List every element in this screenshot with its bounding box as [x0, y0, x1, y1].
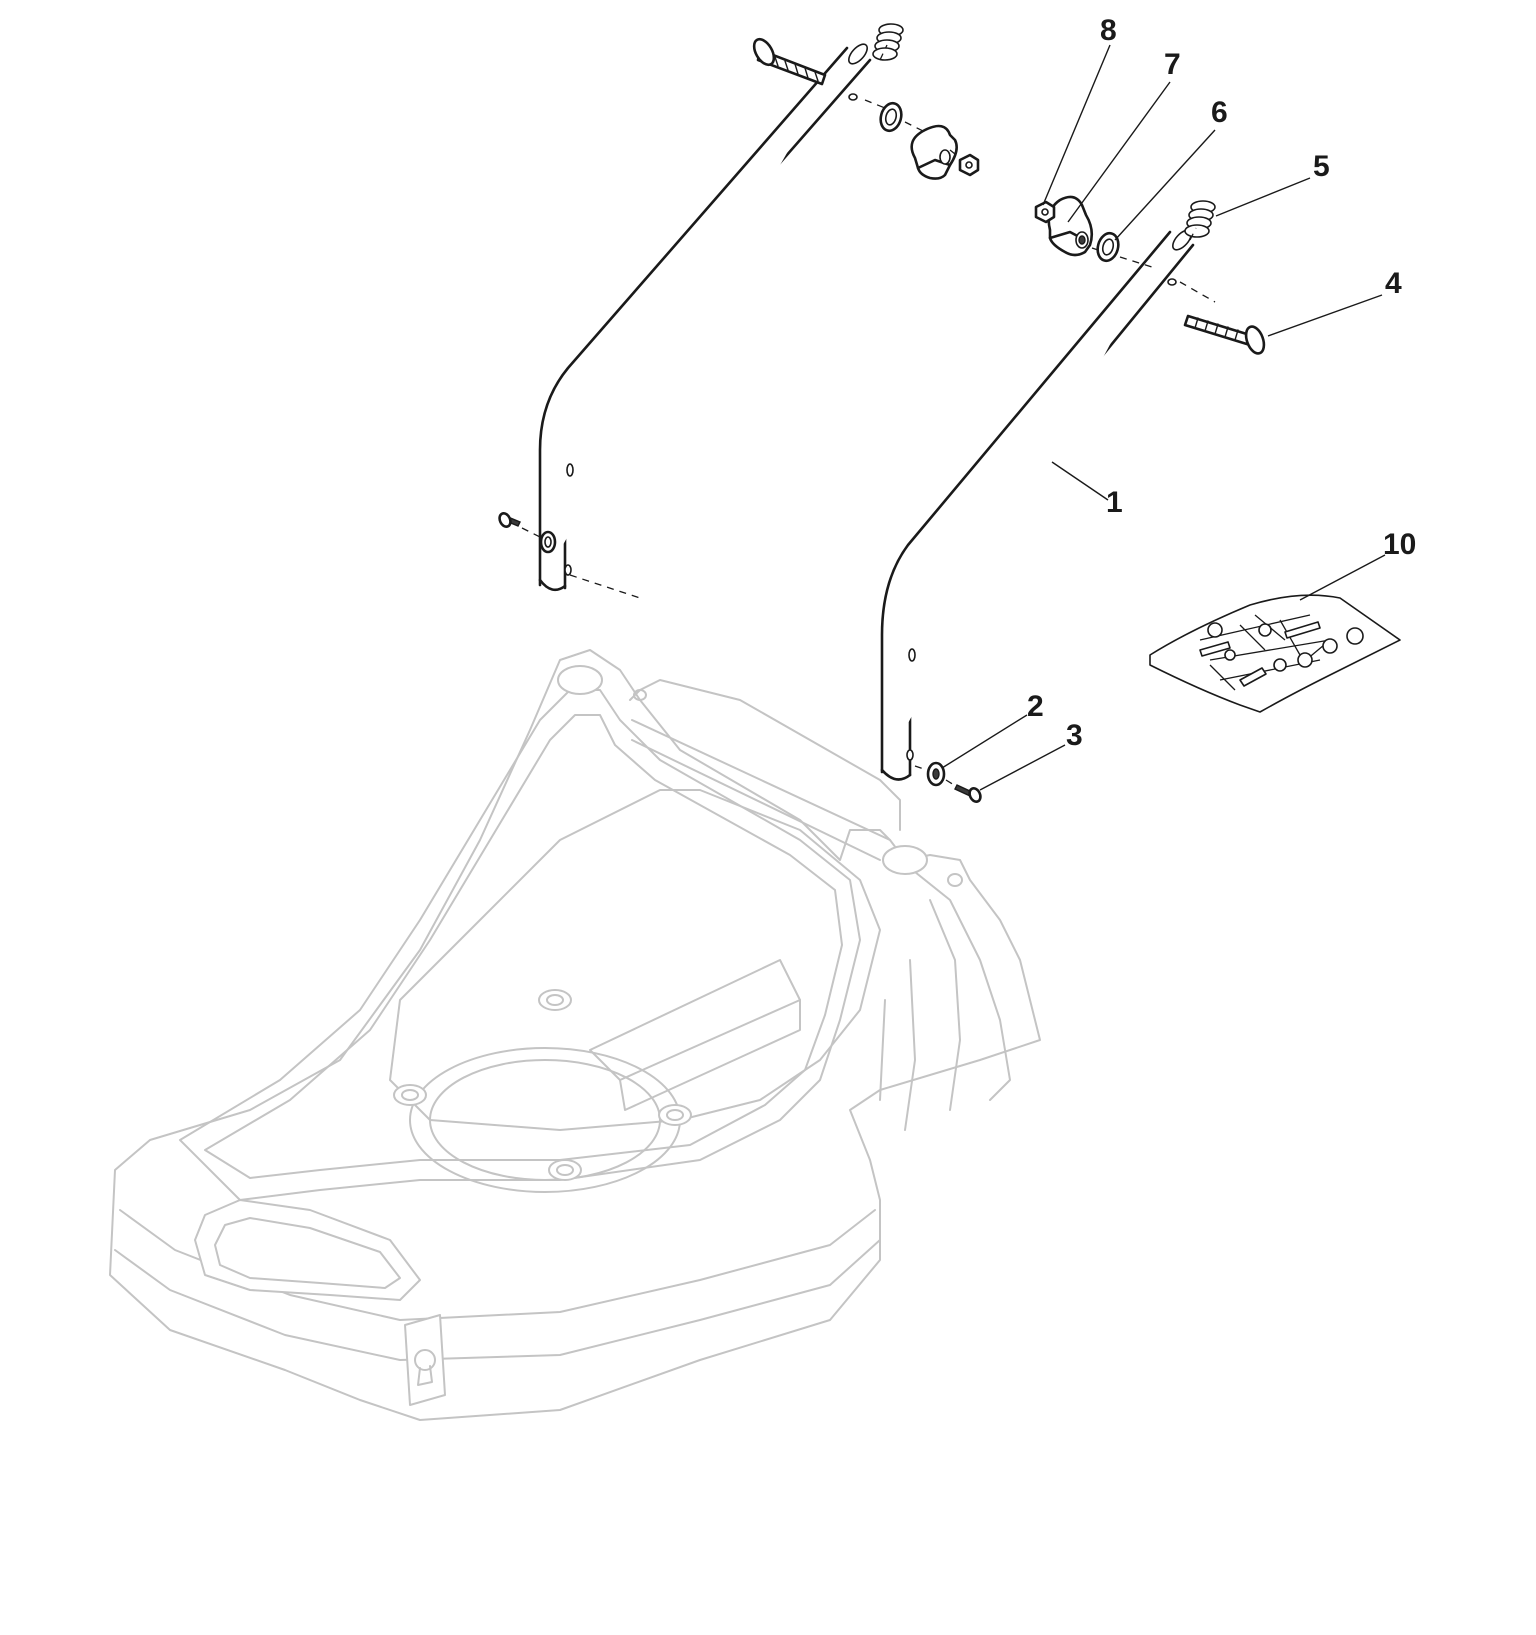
- callout-numbers: 1 2 3 4 5 6 7 8 10: [1027, 14, 1416, 752]
- left-handle-tube: [538, 43, 872, 592]
- mower-deck: [109, 649, 1041, 1421]
- left-lower-screw: [498, 512, 521, 528]
- right-knob-part-7: [1047, 195, 1094, 257]
- callout-6: 6: [1211, 96, 1228, 129]
- right-lower-washer-part-2: [926, 761, 946, 787]
- callout-3: 3: [1066, 719, 1083, 752]
- leader-2: [941, 714, 1028, 769]
- left-knob: [910, 124, 958, 180]
- right-bolt-part-4: [1183, 314, 1266, 355]
- leader-4: [1267, 294, 1383, 337]
- left-assembly-axis: [864, 99, 961, 159]
- callout-2: 2: [1027, 690, 1044, 723]
- leader-6: [1114, 129, 1216, 241]
- right-lower-screw-part-3: [954, 784, 982, 803]
- left-nut: [958, 153, 980, 177]
- callout-7: 7: [1164, 48, 1181, 81]
- left-spring-axis: [879, 44, 888, 61]
- leader-1: [1051, 461, 1109, 501]
- leader-lines: [941, 44, 1386, 791]
- leader-3: [979, 744, 1066, 791]
- leader-10: [1299, 554, 1386, 601]
- left-bolt: [752, 37, 827, 86]
- callout-4: 4: [1385, 267, 1402, 300]
- callout-5: 5: [1313, 150, 1330, 183]
- left-lower-washer: [539, 530, 557, 554]
- callout-1: 1: [1106, 486, 1123, 519]
- leader-8: [1042, 44, 1111, 206]
- callout-10: 10: [1383, 528, 1416, 561]
- right-lower-axis: [914, 765, 955, 786]
- right-washer-part-6: [1096, 231, 1120, 263]
- left-lower-axis: [521, 527, 641, 599]
- right-spring-part-5: [1184, 200, 1216, 238]
- right-bolt-axis: [1179, 281, 1216, 303]
- leader-5: [1215, 177, 1311, 217]
- left-washer: [879, 101, 903, 133]
- hardware-bag-part-10: [1149, 594, 1401, 713]
- right-spring-axis: [1189, 227, 1197, 241]
- right-nut-part-8: [1034, 200, 1056, 224]
- right-knob-axis: [1091, 247, 1156, 269]
- callout-8: 8: [1100, 14, 1117, 47]
- left-spring: [872, 23, 904, 61]
- leader-7: [1067, 81, 1171, 223]
- right-handle-tube: [880, 229, 1195, 781]
